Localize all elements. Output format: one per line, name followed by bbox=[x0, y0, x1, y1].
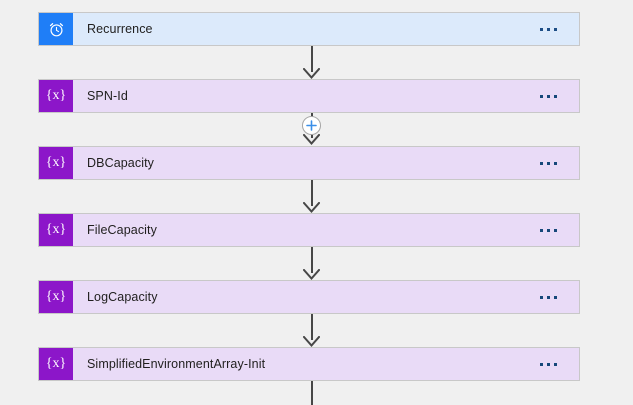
arrowhead-dbcapacity-to-filecapacity bbox=[303, 202, 320, 213]
variable-glyph: {x} bbox=[45, 222, 67, 237]
workflow-node-spn-id[interactable]: {x} SPN-Id bbox=[38, 79, 580, 113]
ellipsis-dot bbox=[553, 94, 557, 98]
ellipsis-dot bbox=[546, 94, 550, 98]
variable-icon: {x} bbox=[39, 281, 73, 313]
node-overflow-menu-button[interactable] bbox=[525, 281, 579, 313]
workflow-node-label: SPN-Id bbox=[87, 89, 128, 103]
arrowhead-logcapacity-to-simplifiedenvironmentarray-init bbox=[303, 336, 320, 347]
connector-dbcapacity-to-filecapacity bbox=[311, 180, 313, 206]
workflow-node-recurrence[interactable]: Recurrence bbox=[38, 12, 580, 46]
variable-glyph: {x} bbox=[45, 88, 67, 103]
workflow-node-label: SimplifiedEnvironmentArray-Init bbox=[87, 357, 266, 371]
ellipsis-dot bbox=[539, 94, 543, 98]
connector-below-simplifiedenvironmentarray-init bbox=[311, 381, 313, 405]
ellipsis-dot bbox=[539, 362, 543, 366]
arrowhead-filecapacity-to-logcapacity bbox=[303, 269, 320, 280]
ellipsis-dot bbox=[546, 27, 550, 31]
connector-filecapacity-to-logcapacity bbox=[311, 247, 313, 273]
node-overflow-menu-button[interactable] bbox=[525, 348, 579, 380]
ellipsis-dot bbox=[553, 295, 557, 299]
ellipsis-dot bbox=[553, 27, 557, 31]
alarm-clock-icon bbox=[39, 13, 73, 45]
node-overflow-menu-button[interactable] bbox=[525, 80, 579, 112]
connector-spn-id-to-dbcapacity-lower bbox=[311, 135, 313, 138]
ellipsis-dot bbox=[539, 27, 543, 31]
arrowhead-spn-id-to-dbcapacity bbox=[303, 134, 320, 145]
workflow-node-label: Recurrence bbox=[87, 22, 153, 36]
variable-glyph: {x} bbox=[45, 356, 67, 371]
insert-step-button[interactable] bbox=[302, 116, 321, 135]
connector-logcapacity-to-simplifiedenvironmentarray-init bbox=[311, 314, 313, 340]
workflow-node-label: DBCapacity bbox=[87, 156, 154, 170]
workflow-node-dbcapacity[interactable]: {x} DBCapacity bbox=[38, 146, 580, 180]
variable-icon: {x} bbox=[39, 147, 73, 179]
variable-glyph: {x} bbox=[45, 289, 67, 304]
ellipsis-dot bbox=[546, 228, 550, 232]
node-overflow-menu-button[interactable] bbox=[525, 214, 579, 246]
ellipsis-dot bbox=[539, 295, 543, 299]
workflow-node-logcapacity[interactable]: {x} LogCapacity bbox=[38, 280, 580, 314]
ellipsis-dot bbox=[539, 228, 543, 232]
ellipsis-dot bbox=[539, 161, 543, 165]
arrowhead-recurrence-to-spn-id bbox=[303, 68, 320, 79]
ellipsis-dot bbox=[553, 362, 557, 366]
ellipsis-dot bbox=[546, 295, 550, 299]
plus-icon bbox=[306, 120, 317, 131]
connector-recurrence-to-spn-id bbox=[311, 46, 313, 72]
workflow-node-filecapacity[interactable]: {x} FileCapacity bbox=[38, 213, 580, 247]
workflow-node-label: LogCapacity bbox=[87, 290, 158, 304]
connector-spn-id-to-dbcapacity-upper bbox=[311, 113, 313, 117]
variable-icon: {x} bbox=[39, 348, 73, 380]
workflow-node-label: FileCapacity bbox=[87, 223, 157, 237]
workflow-node-simplifiedenvironmentarray-init[interactable]: {x} SimplifiedEnvironmentArray-Init bbox=[38, 347, 580, 381]
variable-icon: {x} bbox=[39, 80, 73, 112]
variable-icon: {x} bbox=[39, 214, 73, 246]
ellipsis-dot bbox=[553, 228, 557, 232]
ellipsis-dot bbox=[546, 161, 550, 165]
node-overflow-menu-button[interactable] bbox=[525, 147, 579, 179]
variable-glyph: {x} bbox=[45, 155, 67, 170]
ellipsis-dot bbox=[546, 362, 550, 366]
ellipsis-dot bbox=[553, 161, 557, 165]
node-overflow-menu-button[interactable] bbox=[525, 13, 579, 45]
